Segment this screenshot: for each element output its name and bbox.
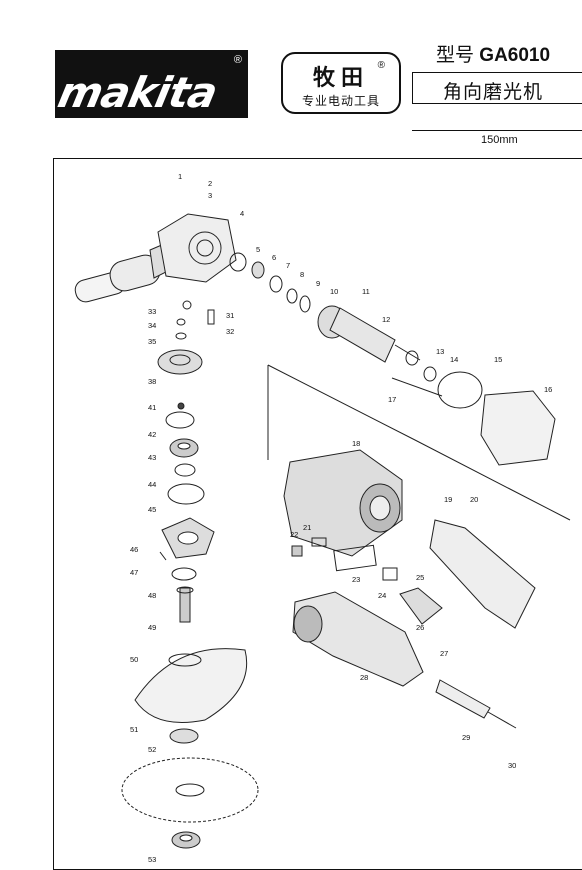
- product-name-box: 角向磨光机: [412, 72, 582, 104]
- part-label: 13: [436, 347, 444, 356]
- part-label: 30: [508, 761, 516, 770]
- part-label: 4: [240, 209, 244, 218]
- motor-housing-drawing: [283, 449, 403, 557]
- bearing-box-drawing: [161, 517, 215, 559]
- bevel-gear-drawing: [157, 349, 203, 375]
- part-label: 27: [440, 649, 448, 658]
- part-label: 7: [286, 261, 290, 270]
- product-name: 角向磨光机: [443, 82, 544, 103]
- part-label: 28: [360, 673, 368, 682]
- part-label: 5: [256, 245, 260, 254]
- ball-bearing-drawing: [169, 438, 199, 458]
- model-number: GA6010: [479, 45, 551, 66]
- part-label: 44: [148, 480, 156, 489]
- part-label: 1: [178, 172, 182, 181]
- part-label: 15: [494, 355, 502, 364]
- brand-tagline: 专业电动工具: [301, 94, 380, 108]
- part-label: 48: [148, 591, 156, 600]
- part-label: 12: [382, 315, 390, 324]
- part-label: 34: [148, 321, 156, 330]
- part-label: 32: [226, 327, 234, 336]
- part-label: 35: [148, 337, 156, 346]
- part-label: 21: [303, 523, 311, 532]
- part-label: 33: [148, 307, 156, 316]
- part-label: 53: [148, 855, 156, 864]
- model-prefix: 型号: [436, 45, 475, 66]
- brand-badge: 牧田 ® 专业电动工具: [281, 52, 401, 114]
- part-label: 50: [130, 655, 138, 664]
- armature-drawing: [317, 305, 421, 363]
- part-label: 11: [362, 287, 370, 296]
- part-label: 19: [444, 495, 452, 504]
- side-handle-drawing: [74, 243, 167, 303]
- part-label: 20: [470, 495, 478, 504]
- part-label: 24: [378, 591, 386, 600]
- part-label: 8: [300, 270, 304, 279]
- part-label: 52: [148, 745, 156, 754]
- part-label: 49: [148, 623, 156, 632]
- spindle-drawing: [176, 586, 194, 623]
- header-divider: [412, 130, 582, 131]
- part-label: 38: [148, 377, 156, 386]
- brand-registered-mark: ®: [377, 60, 385, 71]
- part-label: 51: [130, 725, 138, 734]
- part-label: 9: [316, 279, 320, 288]
- part-label: 43: [148, 453, 156, 462]
- part-label: 6: [272, 253, 276, 262]
- part-label: 26: [416, 623, 424, 632]
- makita-logo: makita ®: [54, 50, 248, 118]
- part-label: 10: [330, 287, 338, 296]
- part-label: 16: [544, 385, 552, 394]
- part-label: 47: [130, 568, 138, 577]
- part-label: 22: [290, 530, 298, 539]
- model-heading: 型号 GA6010: [436, 40, 550, 67]
- logo-registered-mark: ®: [233, 54, 242, 66]
- brand-name: 牧田: [312, 65, 369, 91]
- part-label: 31: [226, 311, 234, 320]
- part-label: 2: [208, 179, 212, 188]
- gear-housing-drawing: [157, 213, 237, 283]
- part-label: 3: [208, 191, 212, 200]
- part-label: 14: [450, 355, 458, 364]
- part-label: 18: [352, 439, 360, 448]
- part-label: 41: [148, 403, 156, 412]
- part-label: 46: [130, 545, 138, 554]
- part-label: 45: [148, 505, 156, 514]
- part-label: 29: [462, 733, 470, 742]
- part-label: 23: [352, 575, 360, 584]
- grinding-wheel-drawing: [121, 757, 259, 823]
- part-label: 42: [148, 430, 156, 439]
- part-label: 17: [388, 395, 396, 404]
- part-label: 25: [416, 573, 424, 582]
- product-size: 150mm: [481, 134, 518, 146]
- wheel-guard-drawing: [134, 648, 248, 723]
- main-body-drawing: [292, 591, 424, 687]
